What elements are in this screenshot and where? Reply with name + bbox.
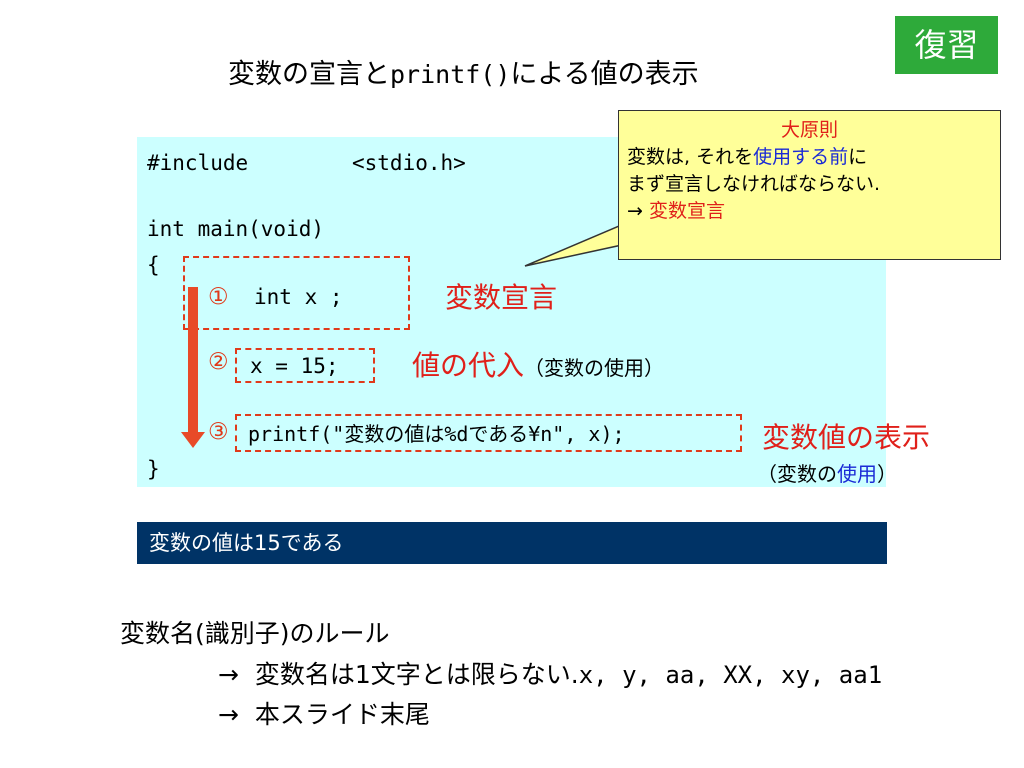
slide-title: 変数の宣言とprintf()による値の表示 [228,52,699,91]
label-assignment-paren-open: （変数の [524,356,605,380]
declaration-highlight-box [183,256,410,330]
rule1-examples: x, y, aa, XX, xy, aa1 [578,661,883,689]
label-assignment: 値の代入（変数の使用） [412,344,664,384]
callout-line1-b: 使用する前 [753,146,849,168]
title-part2: printf() [390,60,511,89]
callout-line2: まず宣言しなければならない. [627,173,881,195]
rule2-arrow: → [218,700,239,729]
step-number-3: ③ [208,419,229,445]
label-display-note: （変数の使用） [757,458,897,487]
code-include-header: <stdio.h> [352,151,466,175]
callout-line1: 変数は, それを使用する前に [627,144,992,171]
step-number-1: ① [208,284,229,310]
callout-line1-c: に [848,146,868,168]
callout-line3: → 変数宣言 [627,198,992,225]
principle-callout: 大原則 変数は, それを使用する前に まず宣言しなければならない. → 変数宣言 [618,110,1001,260]
callout-heading: 大原則 [780,119,838,141]
rules-heading: 変数名(識別子)のルール [120,619,390,648]
rule1-arrow: → [218,660,239,689]
rule2-text: 本スライド末尾 [254,700,430,729]
flow-arrow-shaft [188,287,198,434]
callout-line1-a: 変数は, それを [627,146,754,168]
callout-arrow: → [627,200,649,222]
label-display: 変数値の表示 [762,421,931,454]
program-output-text: 変数の値は15である [149,531,344,555]
code-open-brace: { [147,253,160,277]
label-assignment-use: 使用 [604,356,645,380]
rule-item-1: → 変数名は1文字とは限らない.x, y, aa, XX, xy, aa1 [218,655,882,691]
step-number-2: ② [208,349,229,375]
code-main-signature: int main(void) [147,217,325,241]
code-declaration: int x ; [254,285,343,309]
review-badge: 復習 [895,16,998,74]
label-display-use: 使用 [837,462,877,486]
code-close-brace: } [147,457,160,481]
title-part3: による値の表示 [510,59,699,90]
label-display-paren-open: （変数の [757,462,837,486]
label-display-paren-close: ） [877,462,897,486]
callout-line3-red: 変数宣言 [648,200,725,222]
program-output-bar: 変数の値は15である [137,522,887,564]
label-assignment-main: 値の代入 [412,349,525,382]
rule-item-2: → 本スライド末尾 [218,695,430,731]
label-declaration: 変数宣言 [445,281,558,314]
code-printf: printf("変数の値は%dである¥n", x); [248,422,625,446]
code-assignment: x = 15; [250,354,339,378]
printf-highlight-box [235,414,742,452]
code-include: #include [147,151,249,175]
title-part1: 変数の宣言と [228,59,390,90]
rule1-text: 変数名は1文字とは限らない. [254,660,579,689]
label-assignment-paren-close: ） [644,356,665,380]
flow-arrow-head-icon [181,432,205,448]
assignment-highlight-box [235,348,375,383]
